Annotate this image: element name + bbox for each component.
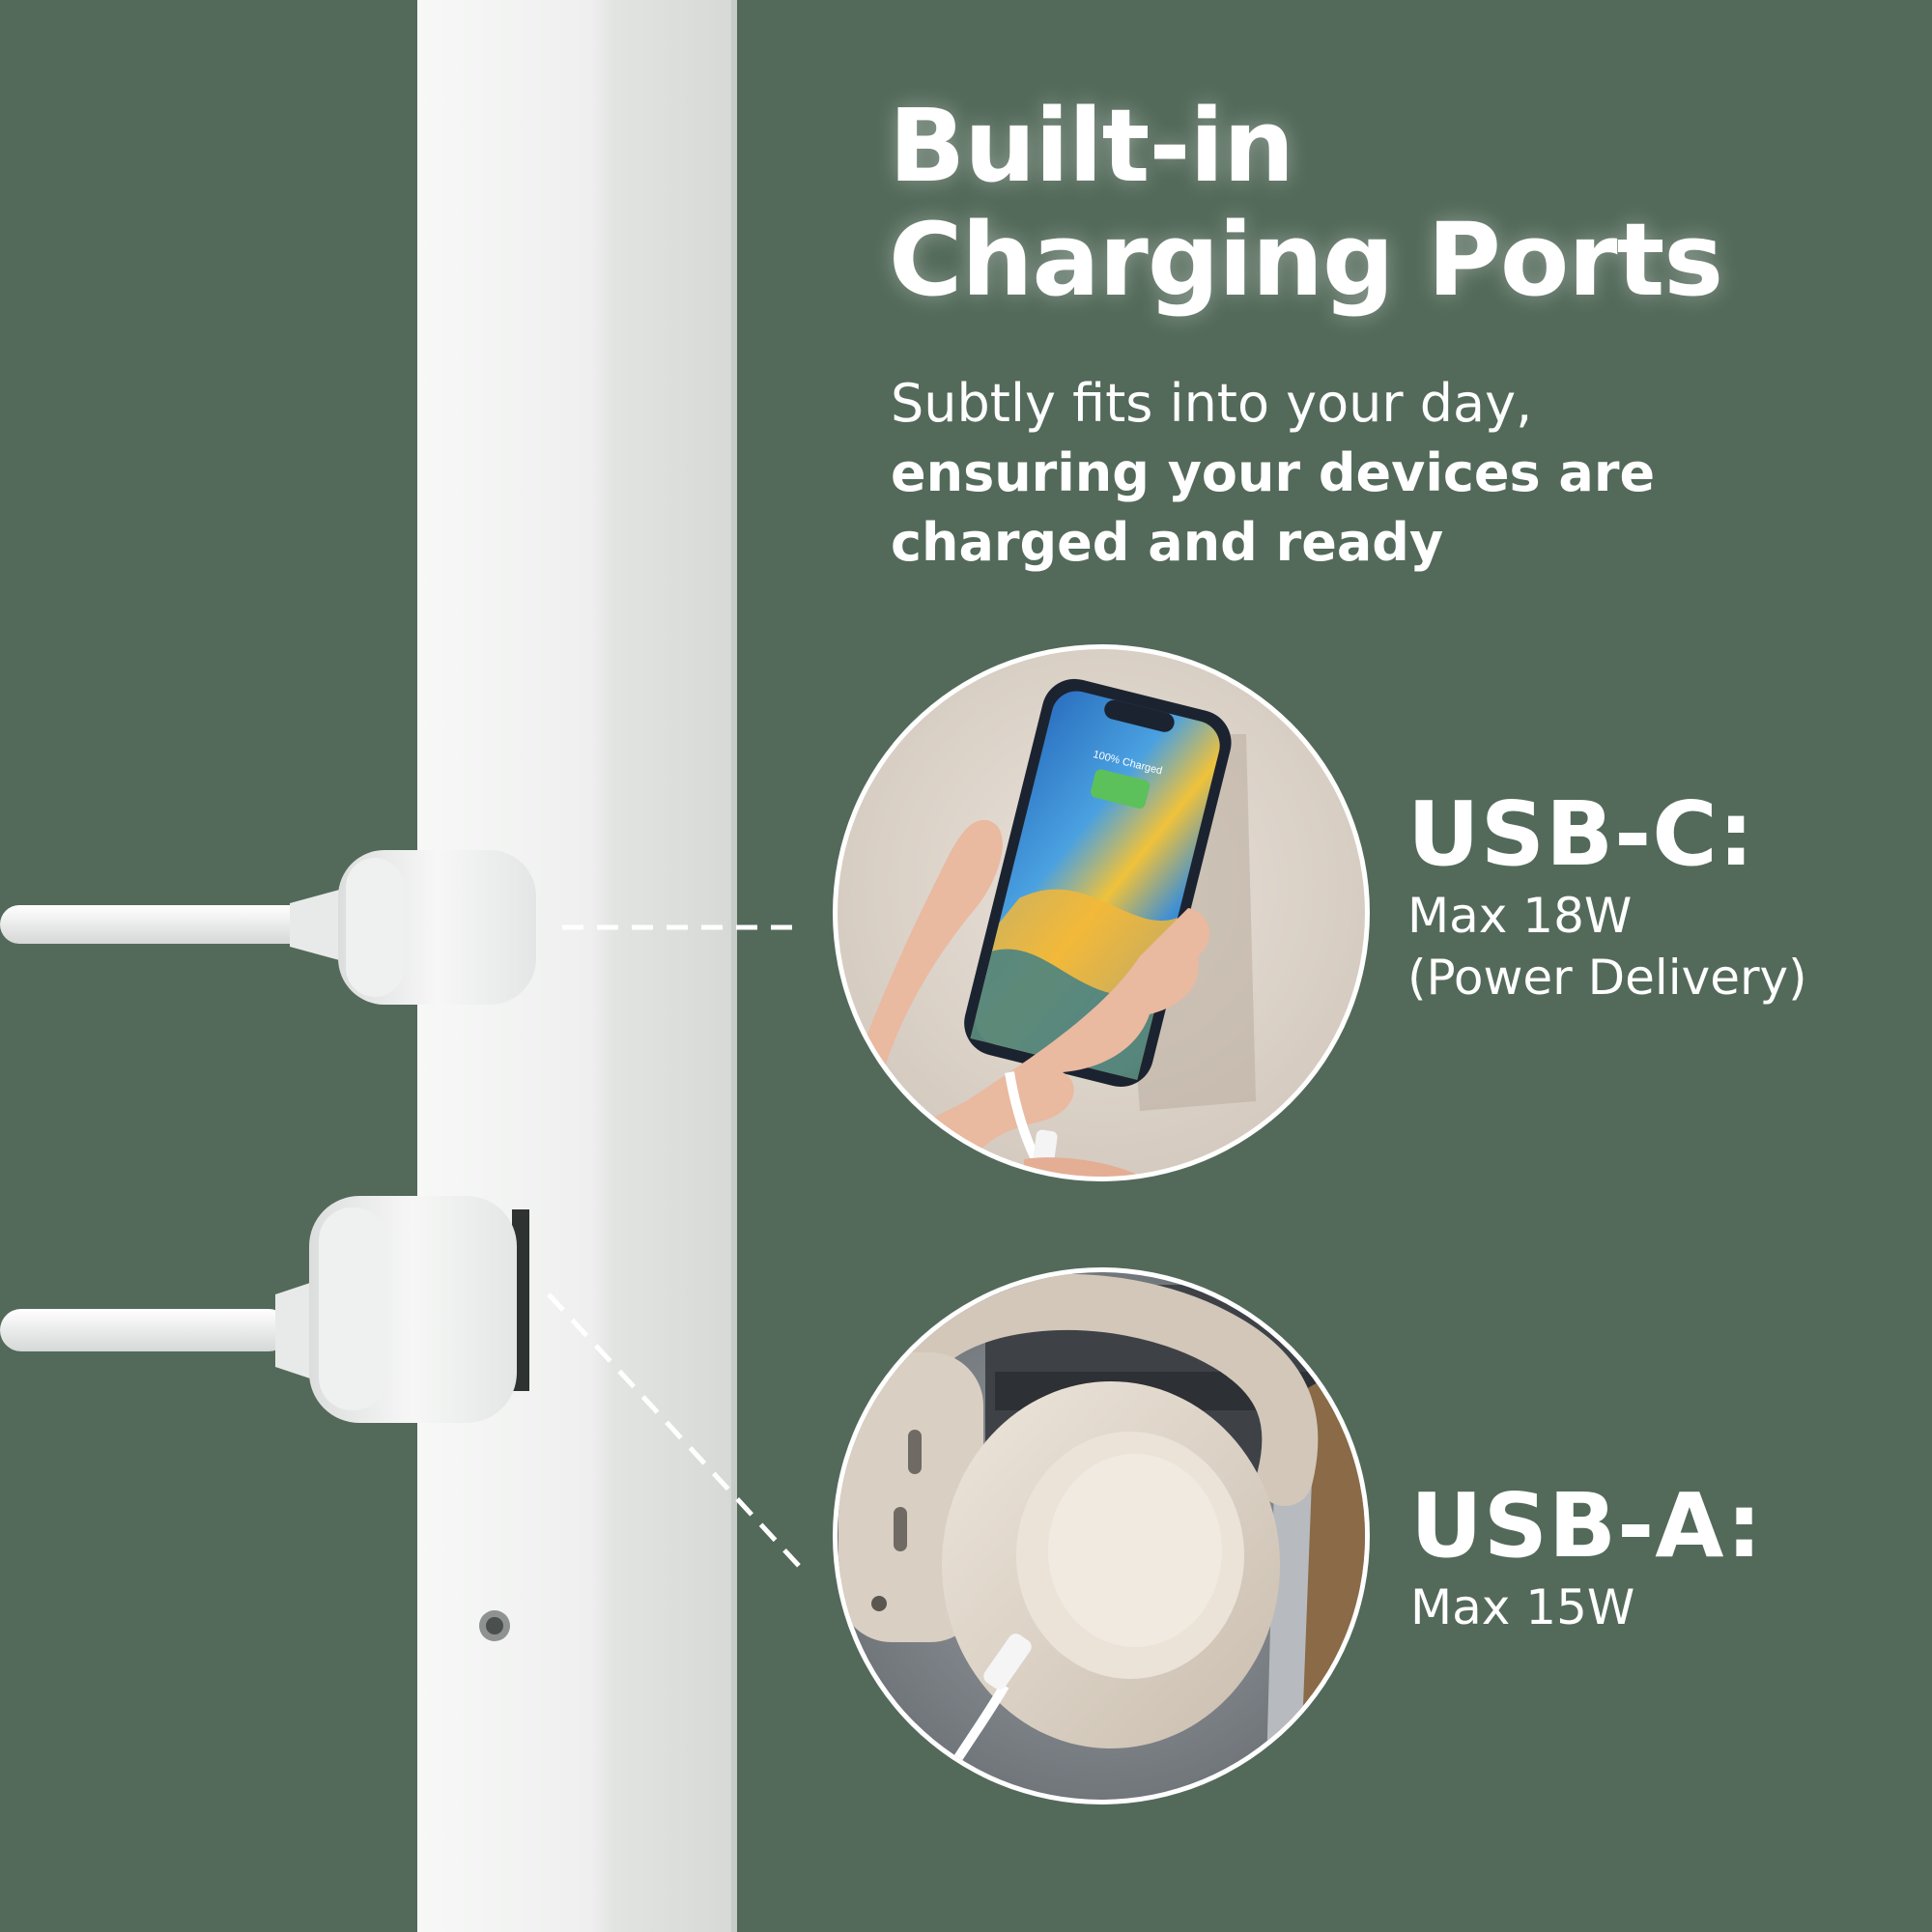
headline: Built-in Charging Ports	[889, 87, 1723, 319]
headline-line-1: Built-in	[889, 87, 1294, 205]
headline-line-2: Charging Ports	[889, 201, 1723, 319]
usb-a-spec: USB-A: Max 15W	[1410, 1476, 1763, 1638]
headphones-charging-photo	[833, 1267, 1370, 1804]
phone-charging-photo: 100% Charged	[833, 644, 1370, 1181]
tagline-light: Subtly fits into your day,	[891, 373, 1533, 434]
tagline-bold-line-1: ensuring your devices are	[891, 442, 1656, 503]
usb-c-cable	[0, 850, 536, 1005]
usb-a-power: Max 15W	[1410, 1579, 1635, 1635]
usb-c-power: Max 18W	[1407, 888, 1633, 944]
usb-c-title: USB-C:	[1407, 782, 1755, 886]
usb-a-title: USB-A:	[1410, 1474, 1763, 1577]
tagline: Subtly fits into your day, ensuring your…	[891, 369, 1915, 578]
usb-c-protocol: (Power Delivery)	[1407, 950, 1807, 1006]
usb-c-spec: USB-C: Max 18W (Power Delivery)	[1407, 784, 1807, 1009]
tagline-bold-line-2: charged and ready	[891, 512, 1444, 573]
usb-a-leader-line	[547, 1293, 802, 1569]
usb-a-cable	[0, 1196, 529, 1423]
panel-edge-shadow	[731, 0, 737, 1932]
screw-hole	[479, 1610, 510, 1641]
